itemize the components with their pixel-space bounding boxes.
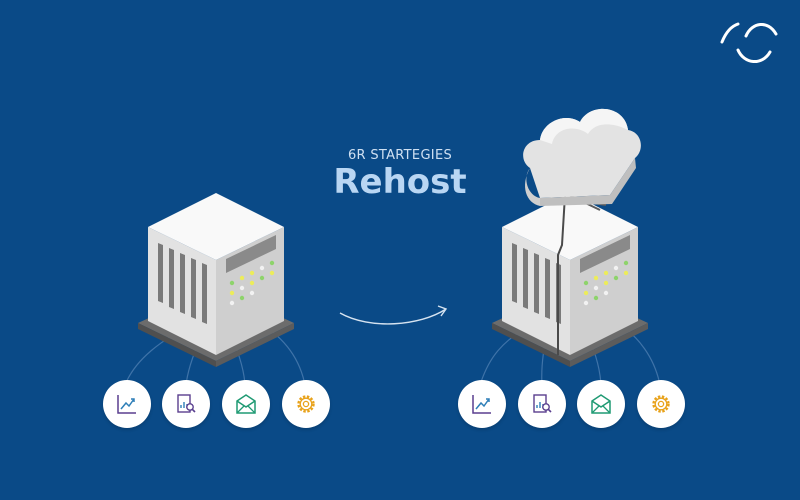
subtitle: 6R STARTEGIES (347, 148, 453, 163)
mail-icon (236, 394, 256, 414)
right-chart-icon-circle (458, 380, 506, 428)
report-search-icon (177, 394, 196, 413)
chart-line-icon (117, 395, 136, 414)
migration-arrow (339, 305, 448, 325)
left-gear-icon-circle (282, 380, 330, 428)
rehosted-server (492, 193, 648, 367)
source-server (138, 193, 294, 367)
gear-icon (652, 395, 670, 413)
left-mail-icon-circle (222, 380, 270, 428)
gear-icon (297, 395, 315, 413)
title-block: 6R STARTEGIES Rehost (300, 148, 500, 201)
left-report-icon-circle (162, 380, 210, 428)
report-search-icon (533, 394, 552, 413)
mail-icon (591, 394, 611, 414)
brand-logo-icon (720, 22, 778, 63)
left-chart-icon-circle (103, 380, 151, 428)
right-report-icon-circle (518, 380, 566, 428)
page-title: Rehost (333, 162, 467, 202)
right-gear-icon-circle (637, 380, 685, 428)
cloud-icon (523, 108, 641, 206)
right-mail-icon-circle (577, 380, 625, 428)
chart-line-icon (472, 395, 491, 414)
